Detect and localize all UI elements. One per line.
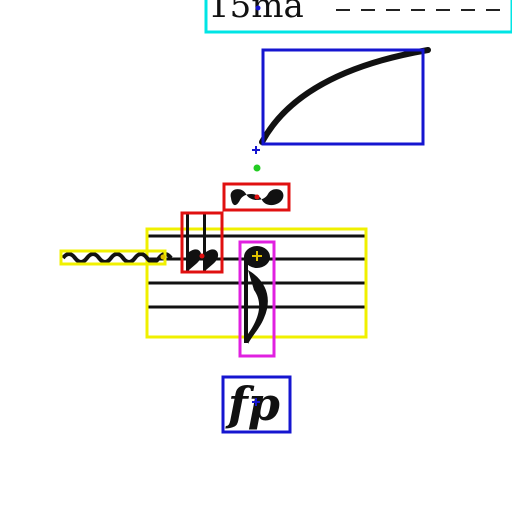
note-marker: [252, 251, 262, 261]
accidental-box: [180, 211, 224, 274]
ottava-marker: [255, 5, 261, 11]
ottava-label: 15ma: [208, 0, 304, 26]
trill-wavy-line: [61, 252, 173, 264]
slur-box: [261, 48, 425, 146]
dynamic-box: [221, 375, 292, 434]
trill-marker: [160, 254, 166, 260]
turn-marker: [254, 194, 260, 200]
double-flat-symbol: [186, 214, 219, 272]
dynamic-label: fp: [225, 377, 280, 431]
ottava-box: [204, 0, 512, 34]
green-marker: [253, 164, 261, 172]
slur-curve: [259, 47, 431, 145]
turn-box: [222, 182, 291, 212]
note-box: [238, 240, 276, 358]
accidental-marker: [199, 253, 205, 259]
slur-marker: [252, 146, 260, 154]
staff-box: [145, 227, 368, 339]
dynamic-marker: [252, 398, 260, 406]
ottava-marking: 15ma: [208, 0, 508, 26]
